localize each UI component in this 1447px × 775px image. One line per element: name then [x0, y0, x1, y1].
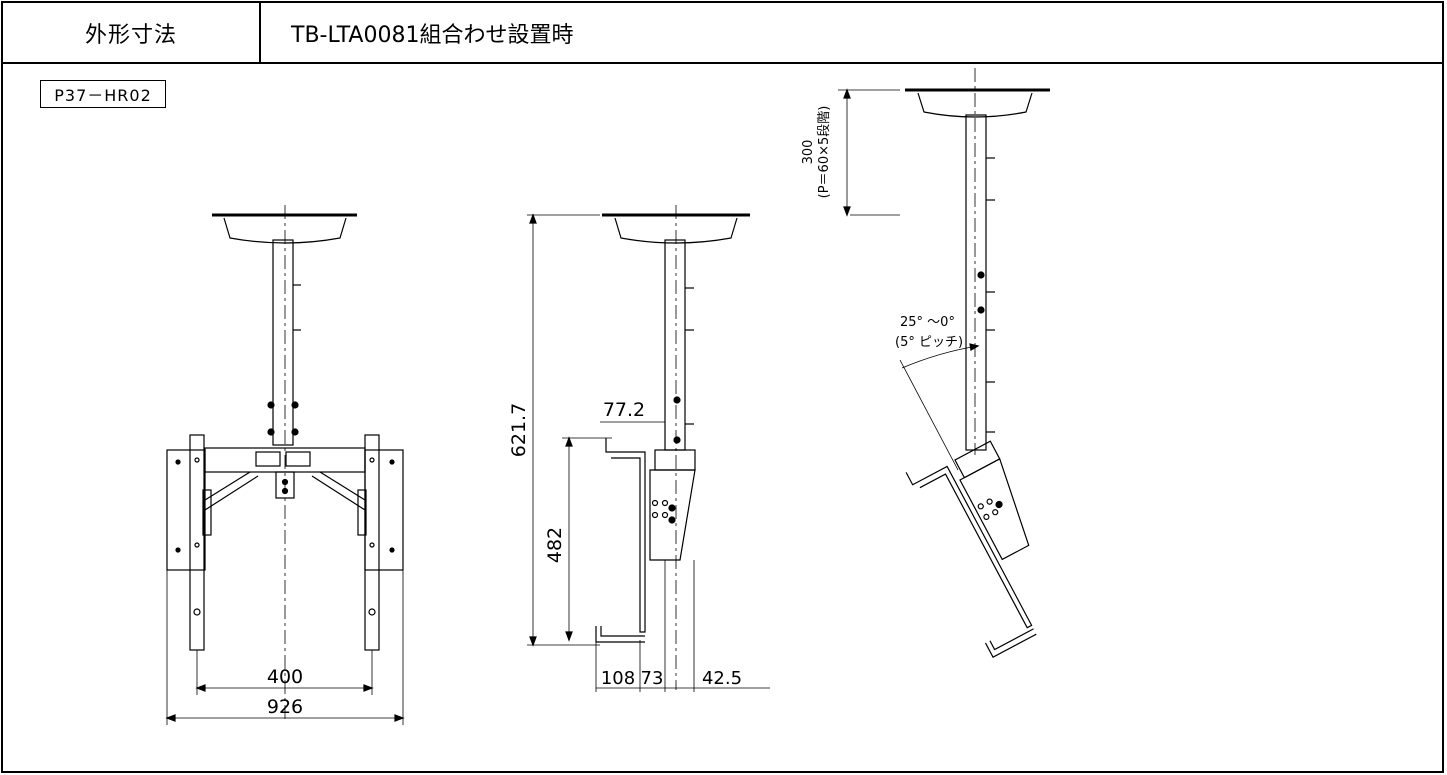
dim-side-total-height: 621.7 [508, 403, 530, 457]
dim-height-range-main: 300 [801, 140, 816, 165]
dim-side-offset-c: 42.5 [702, 668, 742, 689]
dim-tilt-pitch: (5° ピッチ) [895, 335, 963, 350]
dim-height-range-sub: (P＝60×5段階) [817, 106, 832, 199]
header-row: 外形寸法 TB-LTA0081組合わせ設置時 [3, 3, 1442, 64]
dim-side-offset-b: 73 [641, 668, 664, 689]
front-view [165, 205, 405, 725]
dim-tilt-range: 25° ～0° [900, 315, 955, 330]
dim-side-arm-height: 482 [544, 527, 566, 563]
dim-front-outer-width: 926 [267, 696, 303, 718]
tilted-view [838, 68, 1050, 659]
dim-side-offset-a: 108 [601, 668, 635, 689]
dim-front-inner-width: 400 [267, 666, 303, 688]
side-view [527, 205, 770, 692]
header-title: TB-LTA0081組合わせ設置時 [291, 22, 574, 48]
header-label: 外形寸法 [3, 3, 261, 62]
model-code-badge: P37－HR02 [40, 80, 166, 108]
dim-side-offset-top: 77.2 [603, 399, 645, 421]
